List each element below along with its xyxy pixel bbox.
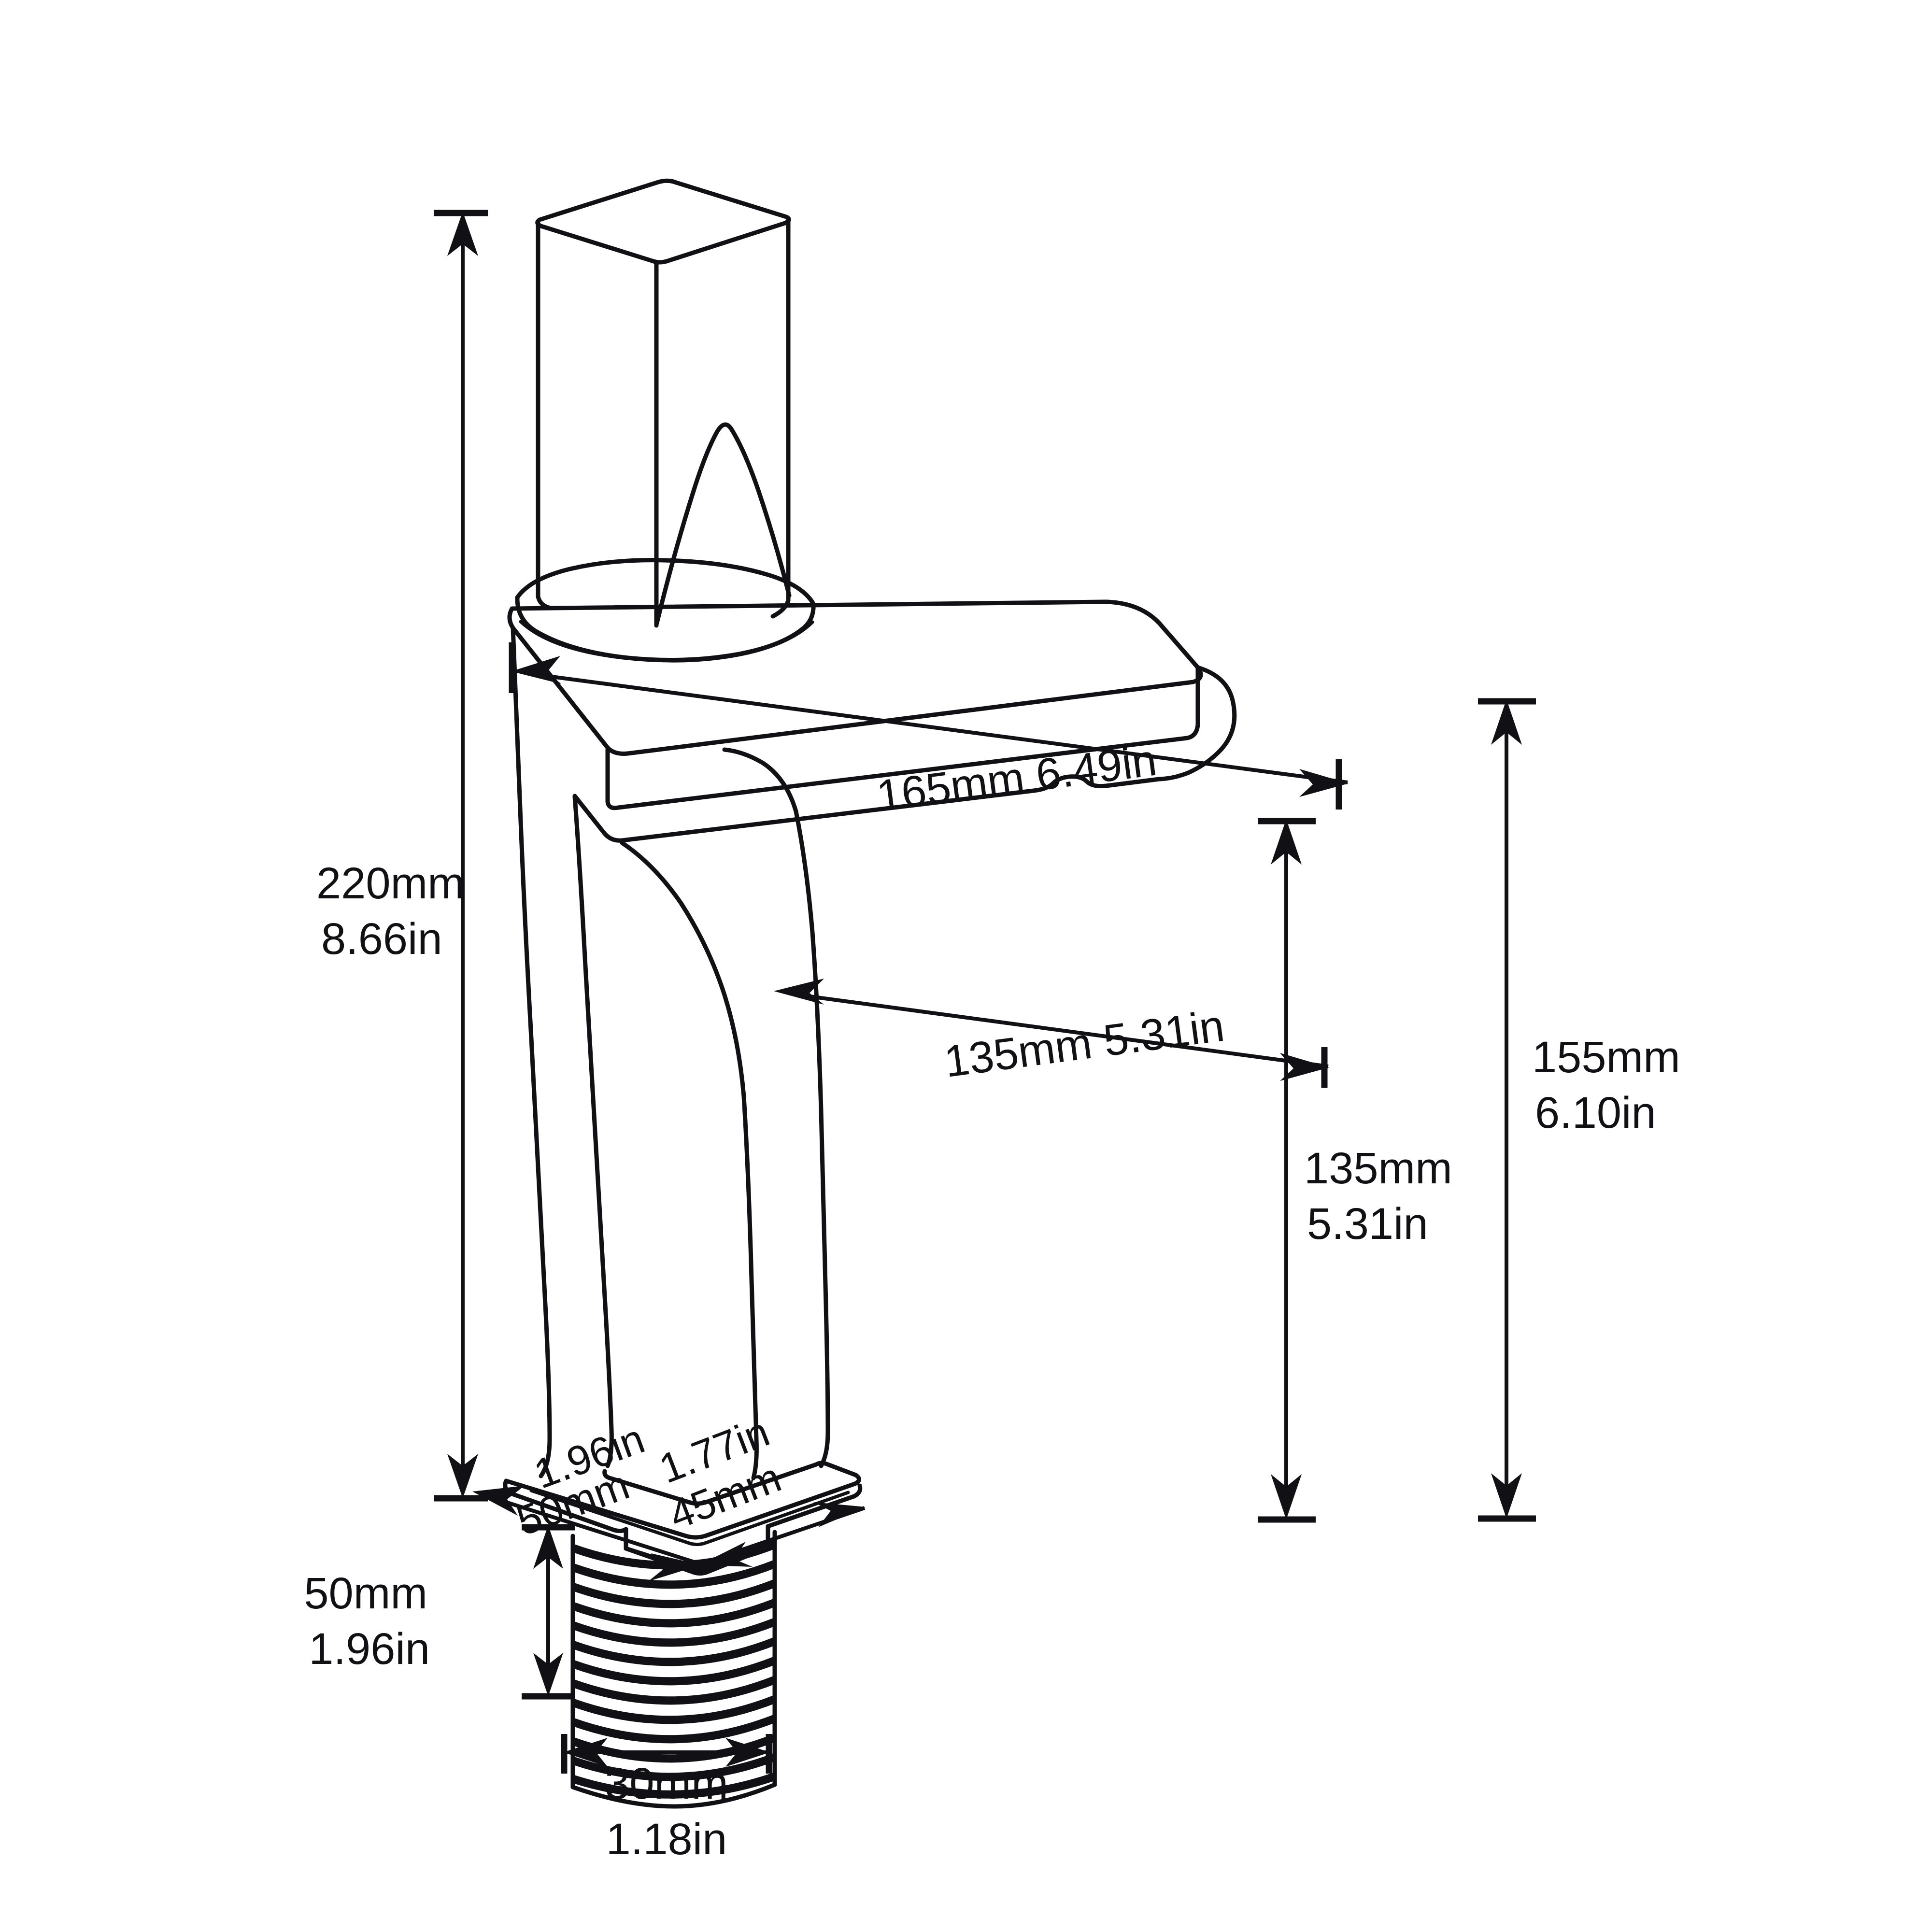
- faucet-geometry: [503, 178, 1237, 1809]
- dimension-label-135mm-vertical: 135mm: [1304, 1144, 1452, 1193]
- dimension-overall-height: 220mm 8.66in: [316, 210, 488, 1502]
- dimension-spout-projection: 135mm 5.31in: [774, 979, 1329, 1088]
- dimension-spout-outlet-height: 135mm 5.31in: [1258, 818, 1452, 1523]
- handle-collar: [515, 558, 816, 663]
- handle-arch-detail: [654, 422, 792, 625]
- dimension-spout-top-height: 155mm 6.10in: [1478, 698, 1680, 1522]
- thread-rings: [571, 1541, 777, 1799]
- dimension-shank-diameter: 30mm 1.18in: [561, 1734, 772, 1864]
- dimension-spout-reach: 165mm 6.49in: [509, 642, 1349, 821]
- dimension-label-50mm-shank: 50mm: [304, 1569, 427, 1618]
- dimension-label-1-96in-shank: 1.96in: [309, 1624, 430, 1674]
- dimension-label-6-10in: 6.10in: [1535, 1088, 1656, 1137]
- lever-handle: [535, 178, 791, 628]
- dimension-label-220mm: 220mm: [316, 859, 465, 908]
- faucet-column: [511, 625, 830, 1480]
- dimension-label-5-31in-vertical: 5.31in: [1307, 1199, 1428, 1249]
- dimension-label-8-66in: 8.66in: [321, 914, 442, 964]
- spout-body: [507, 599, 1237, 843]
- dimension-label-135mm-5-31in: 135mm 5.31in: [941, 1001, 1227, 1087]
- dimension-label-1-18in: 1.18in: [606, 1815, 727, 1864]
- dimension-label-165mm-6-49in: 165mm 6.49in: [874, 736, 1159, 821]
- dimension-label-155mm: 155mm: [1532, 1033, 1680, 1082]
- dimension-label-30mm: 30mm: [605, 1759, 728, 1808]
- threaded-shank: [570, 1530, 777, 1809]
- dimension-shank-length: 50mm 1.96in: [304, 1524, 575, 1700]
